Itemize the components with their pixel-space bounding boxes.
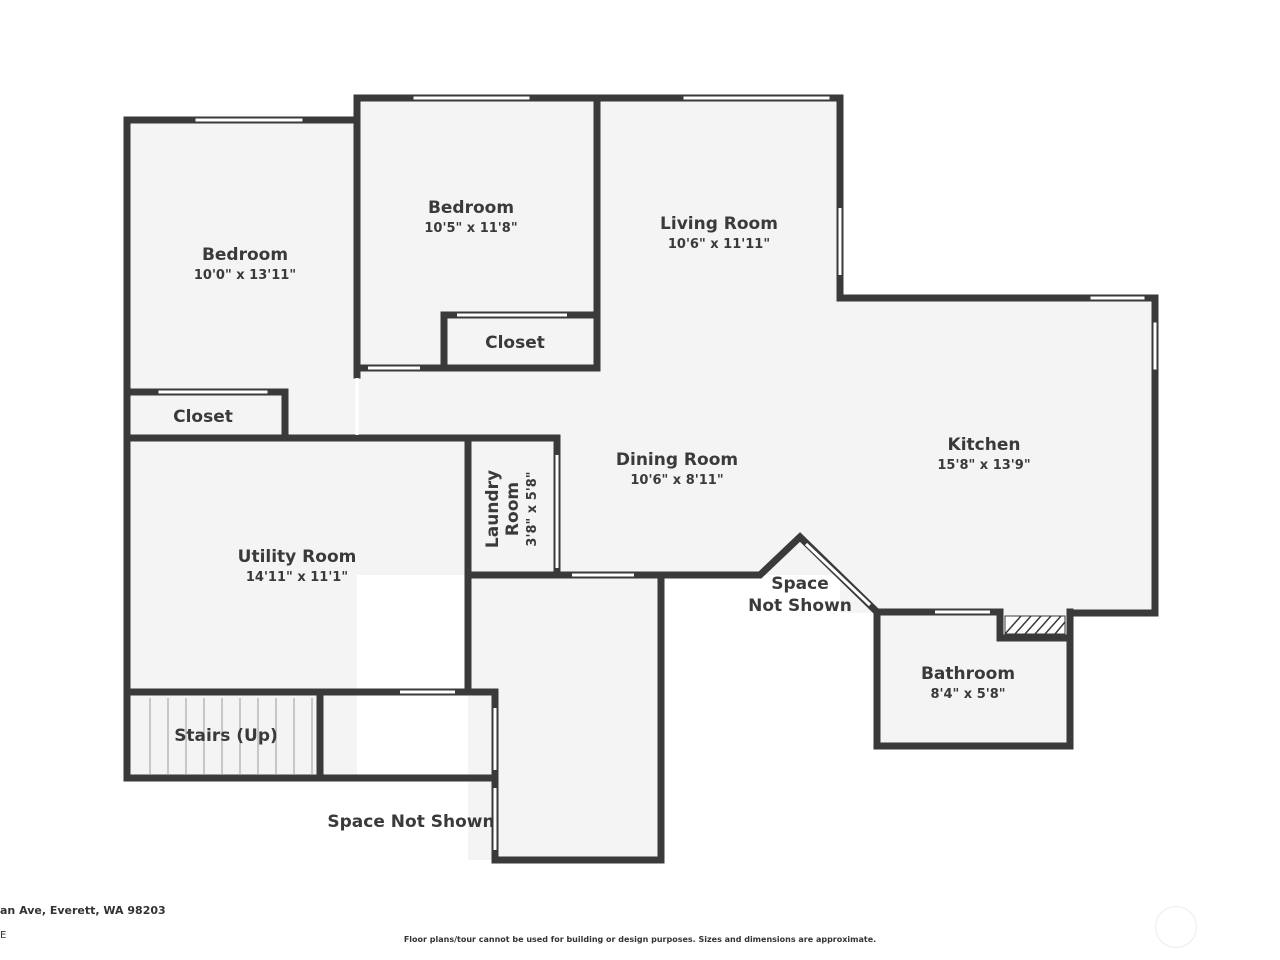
utility-room-name: Utility Room xyxy=(238,547,357,567)
bedroom-left-dims: 10'0" x 13'11" xyxy=(194,268,296,283)
dining-room-dims: 10'6" x 8'11" xyxy=(630,473,723,488)
closet-left-name: Closet xyxy=(173,407,233,427)
laundry-room-dims: 3'8" x 5'8" xyxy=(525,471,540,546)
bathroom-dims: 8'4" x 5'8" xyxy=(930,687,1005,702)
living-room-dims: 10'6" x 11'11" xyxy=(668,237,770,252)
opening-edges xyxy=(157,95,1158,395)
laundry-room-name-line1: Laundry xyxy=(483,470,503,548)
watermark-logo xyxy=(1155,906,1197,948)
bedroom-mid-name: Bedroom xyxy=(428,198,514,218)
space-not-shown-center-line2: Not Shown xyxy=(748,596,852,616)
stairs-treads xyxy=(149,698,313,774)
laundry-room-name-line2: Room xyxy=(503,482,523,536)
hatched-block xyxy=(1004,615,1066,635)
room-labels: Bedroom 10'0" x 13'11" Bedroom 10'5" x 1… xyxy=(173,198,1030,832)
footer-disclaimer: Floor plans/tour cannot be used for buil… xyxy=(403,935,877,944)
space-not-shown-bottom-label: Space Not Shown xyxy=(327,812,494,832)
closet-mid-name: Closet xyxy=(485,333,545,353)
dining-room-name: Dining Room xyxy=(616,450,738,470)
footer-address: an Ave, Everett, WA 98203 xyxy=(0,904,166,917)
utility-room-dims: 14'11" x 11'1" xyxy=(246,570,348,585)
bedroom-left-name: Bedroom xyxy=(202,245,288,265)
kitchen-dims: 15'8" x 13'9" xyxy=(937,458,1030,473)
living-room-name: Living Room xyxy=(660,214,778,234)
space-not-shown-center-line1: Space xyxy=(771,574,829,594)
footer-mark: E xyxy=(0,930,7,941)
bedroom-mid-dims: 10'5" x 11'8" xyxy=(424,221,517,236)
kitchen-name: Kitchen xyxy=(948,435,1021,455)
openings xyxy=(158,96,1157,850)
stairs-label: Stairs (Up) xyxy=(174,726,278,746)
bathroom-name: Bathroom xyxy=(921,664,1015,684)
